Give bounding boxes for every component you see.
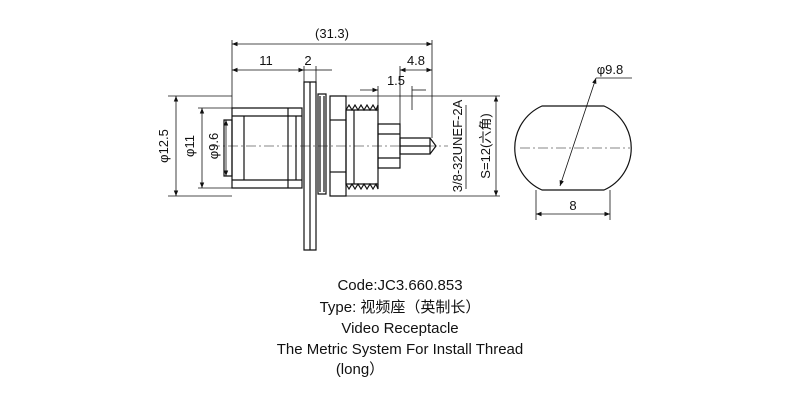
threaded-section	[346, 110, 378, 184]
vertical-dimensions	[168, 96, 232, 196]
caption-type: Type: 视频座（英制长）	[319, 299, 481, 316]
caption-length-note: (long）	[335, 361, 385, 378]
dim-body-length: 11	[259, 53, 273, 68]
bnc-front-ring	[224, 120, 232, 176]
end-view	[515, 78, 632, 220]
end-view-dia-leader	[560, 78, 596, 186]
dim-thread-spec: 3/8-32UNEF-2A	[450, 99, 465, 192]
thread-top	[346, 105, 378, 110]
dim-tail-length: 4.8	[407, 53, 425, 68]
caption-name: Video Receptacle	[341, 320, 459, 337]
side-view	[224, 82, 436, 250]
dim-dia-9-6: φ9.6	[206, 133, 221, 160]
dim-flange-thickness: 2	[304, 53, 311, 68]
dim-dia-11: φ11	[182, 135, 197, 157]
end-view-outline	[515, 106, 631, 190]
horizontal-dimensions	[232, 40, 432, 138]
lock-washer	[318, 94, 326, 194]
thread-bottom	[346, 184, 378, 189]
bnc-body	[232, 108, 302, 188]
dim-hex-size: S=12(六角)	[478, 113, 493, 178]
dim-end-view-flat: 8	[569, 198, 576, 213]
dim-thread-relief: 1.5	[387, 73, 405, 88]
dim-overall-length: (31.3)	[315, 26, 349, 41]
dim-dia-12-5: φ12.5	[156, 129, 171, 163]
dim-end-view-dia: φ9.8	[597, 62, 624, 77]
caption-description: The Metric System For Install Thread	[276, 341, 524, 358]
caption-code: Code:JC3.660.853	[337, 277, 463, 294]
thread-hex-dimensions	[346, 96, 500, 196]
